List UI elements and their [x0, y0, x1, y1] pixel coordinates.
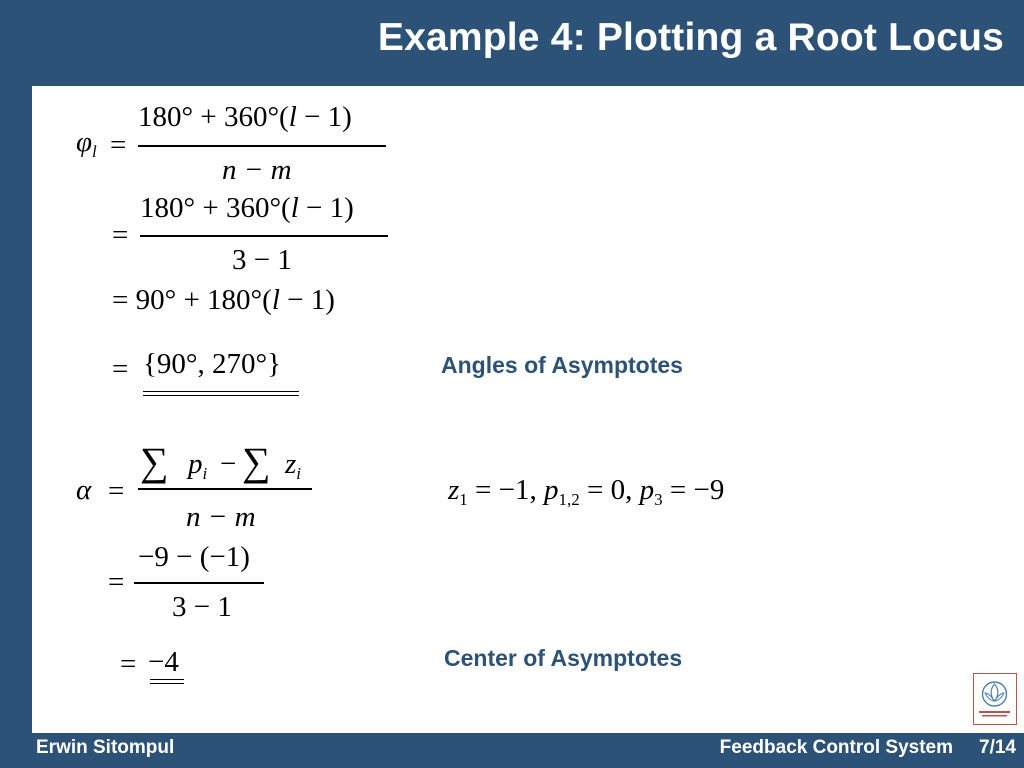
footer-author: Erwin Sitompul: [36, 737, 175, 758]
fraction-denominator-3: n − m: [186, 501, 256, 533]
given-values: z1 = −1, p1,2 = 0, p3 = −9: [448, 474, 725, 509]
equation-line-3: = 90° + 180°(l − 1): [112, 284, 335, 316]
equals-sign: =: [112, 353, 129, 385]
minus-sign: −: [220, 448, 237, 480]
fraction-bar-4: [134, 582, 264, 584]
fraction-denominator-2: 3 − 1: [232, 244, 292, 276]
double-underline: [143, 391, 299, 396]
fraction-bar-1: [138, 145, 386, 147]
equals-sign: =: [112, 219, 129, 251]
equals-sign: =: [110, 129, 127, 161]
pole-term: pi: [188, 448, 208, 483]
fraction-denominator-4: 3 − 1: [172, 591, 232, 623]
sum-symbol: ∑: [140, 439, 169, 484]
fraction-numerator-4: −9 − (−1): [138, 541, 250, 573]
phi-symbol: φl: [76, 126, 97, 161]
center-of-asymptotes-label: Center of Asymptotes: [444, 645, 683, 671]
fraction-numerator-1: 180° + 360°(l − 1): [138, 101, 352, 133]
slide-content: [32, 86, 1024, 733]
footer-page-number: 7/14: [979, 737, 1016, 758]
fraction-denominator-1: n − m: [222, 154, 292, 186]
double-underline: [150, 679, 184, 684]
lotus-icon: [979, 681, 1010, 717]
angles-of-asymptotes-label: Angles of Asymptotes: [441, 352, 683, 378]
sum-symbol: ∑: [242, 439, 271, 484]
equals-sign: =: [120, 648, 137, 680]
slide-title: Example 4: Plotting a Root Locus: [377, 16, 1004, 59]
asymptote-angles-result: {90°, 270°}: [143, 348, 282, 380]
fraction-bar-2: [140, 235, 388, 237]
equals-sign: =: [108, 566, 125, 598]
fraction-bar-3: [138, 488, 312, 490]
alpha-symbol: α: [76, 474, 92, 506]
footer-course-info: Feedback Control System 7/14: [720, 737, 1016, 759]
fraction-numerator-2: 180° + 360°(l − 1): [140, 192, 354, 224]
zero-term: zi: [285, 448, 302, 483]
footer-course: Feedback Control System: [719, 737, 954, 758]
asymptote-center-result: −4: [148, 646, 179, 678]
equals-sign: =: [108, 475, 125, 507]
university-logo: [973, 673, 1017, 725]
